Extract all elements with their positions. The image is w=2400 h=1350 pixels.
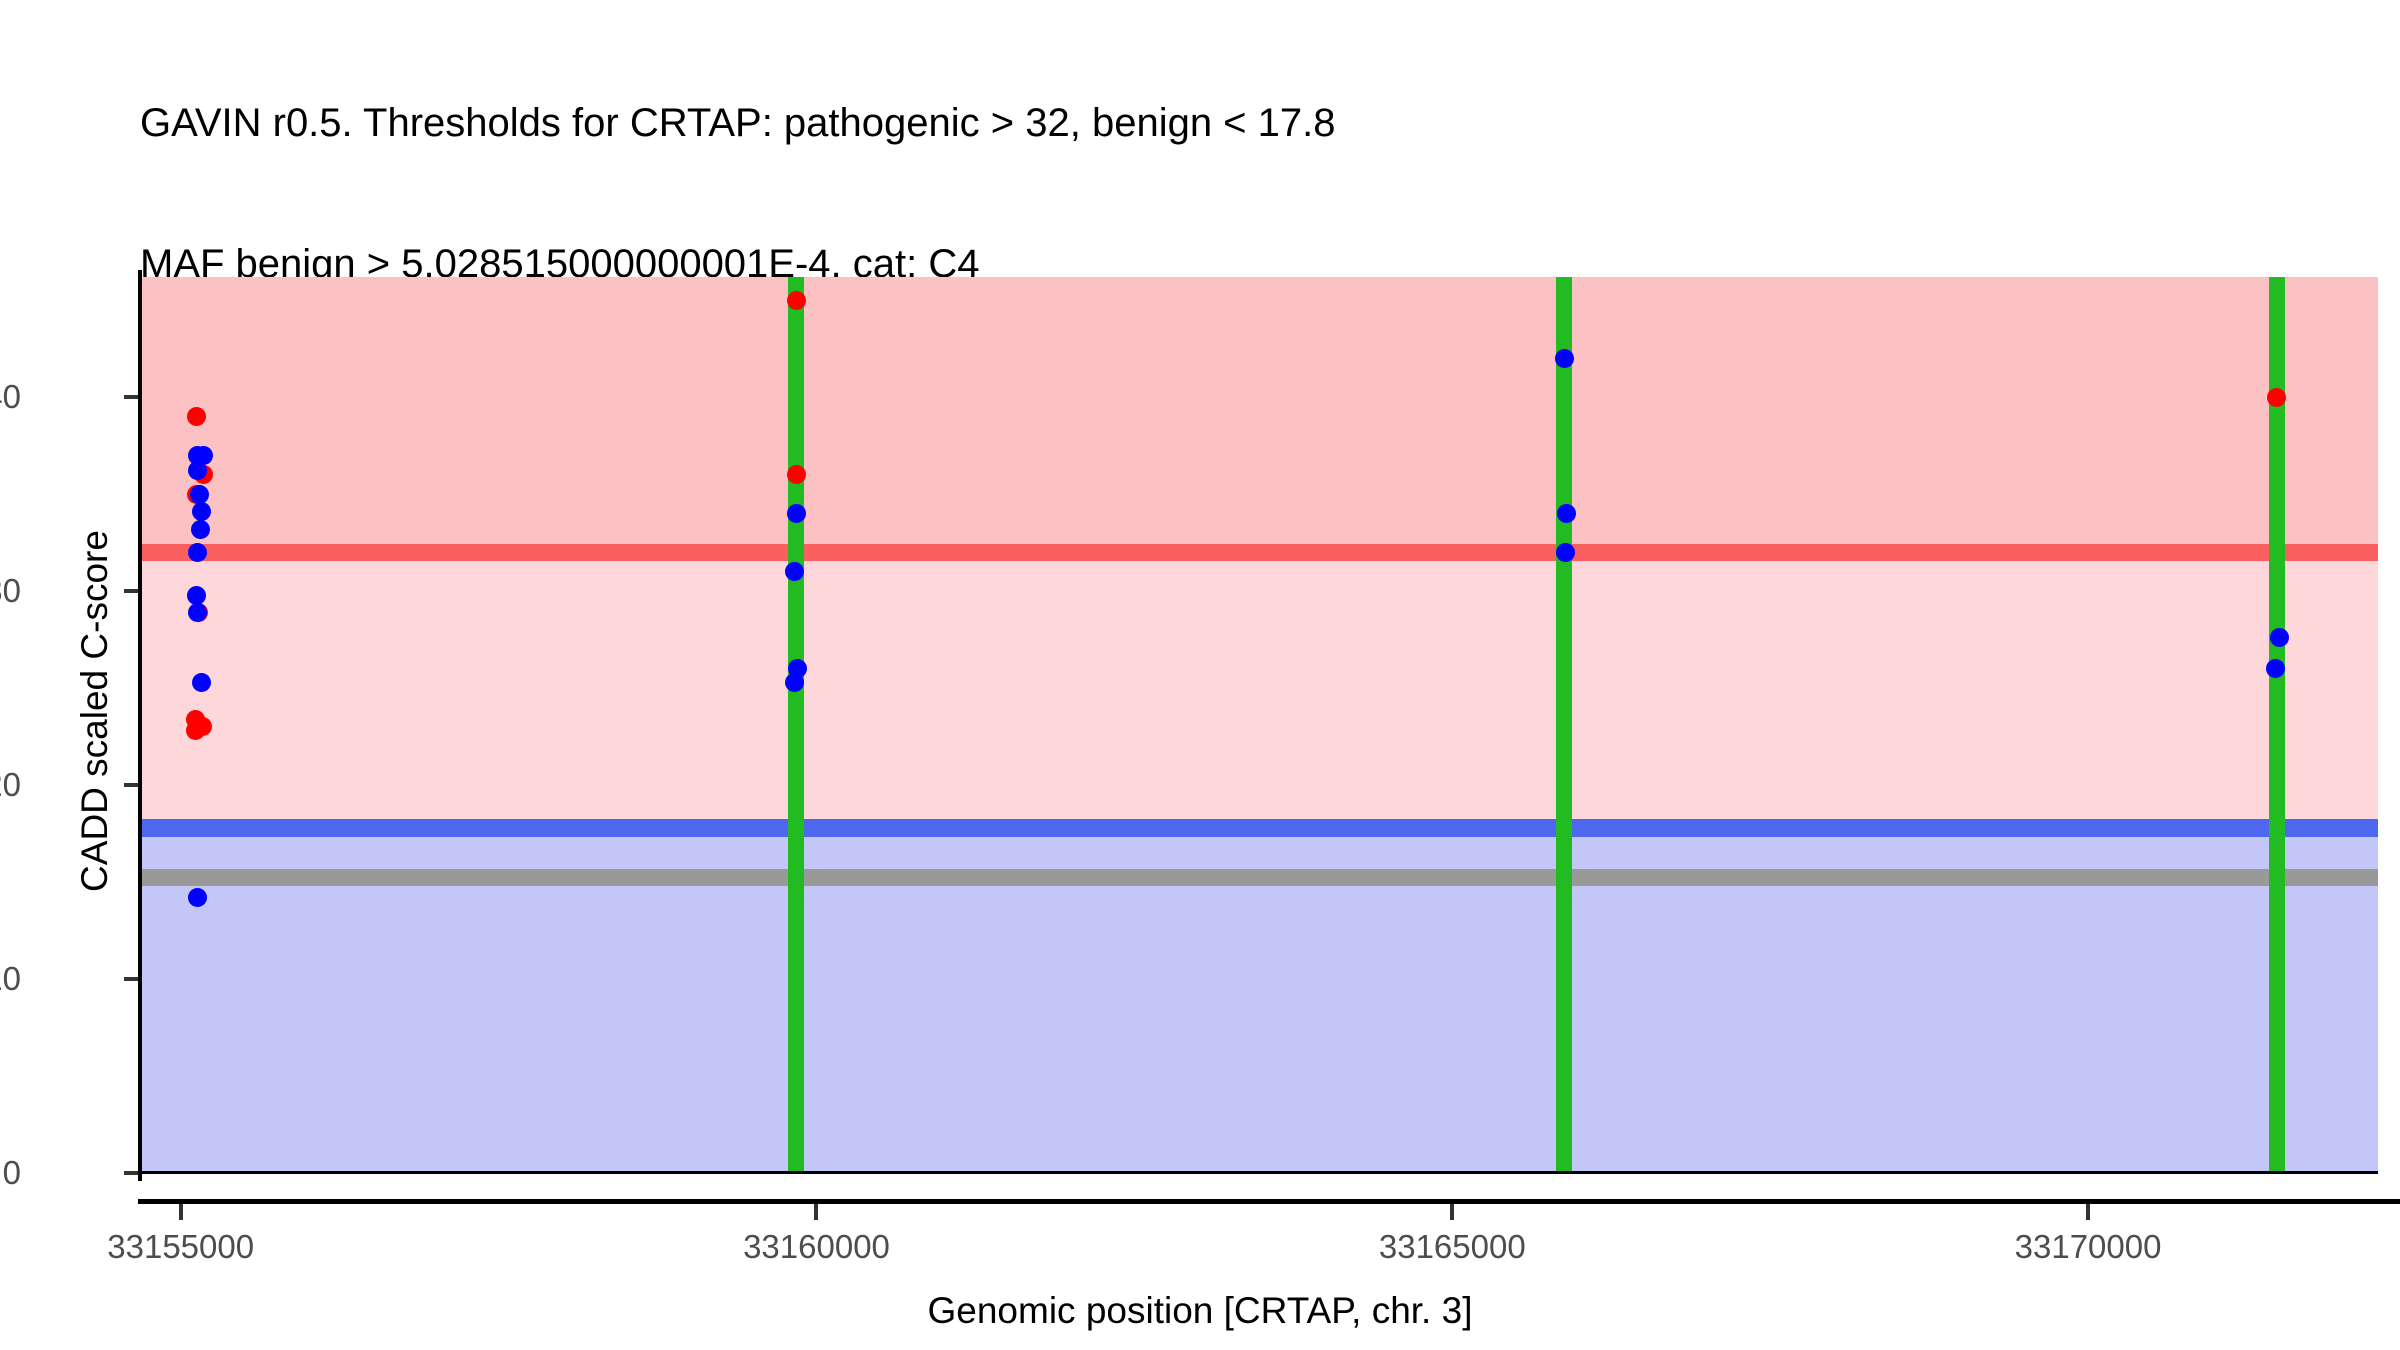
gnomad-variant-point xyxy=(193,445,213,465)
x-tick-label: 33165000 xyxy=(1378,1228,1526,1265)
x-tick-mark xyxy=(1450,1204,1455,1220)
gnomad-variant-point xyxy=(187,461,207,481)
gnomad-variant-point xyxy=(190,519,210,539)
x-tick-mark xyxy=(814,1204,819,1220)
gnomad-variant-point xyxy=(2266,659,2286,679)
x-tick-mark xyxy=(178,1204,183,1220)
y-tick-mark xyxy=(124,977,138,982)
gnomad-variant-point xyxy=(191,672,211,692)
y-tick-mark xyxy=(124,589,138,594)
fallback-threshold-band xyxy=(140,869,2378,886)
pathogenic-variant-point xyxy=(187,407,207,427)
gnomad-variant-point xyxy=(187,888,207,908)
x-tick-label: 33155000 xyxy=(107,1228,255,1265)
pathogenic-variant-point xyxy=(786,290,806,310)
y-tick-label: 20 xyxy=(0,766,21,804)
y-tick-label: 40 xyxy=(0,378,21,416)
y-tick-label: 10 xyxy=(0,960,21,998)
gnomad-variant-point xyxy=(188,542,208,562)
gnomad-variant-point xyxy=(2269,628,2289,648)
gnomad-variant-point xyxy=(187,585,207,605)
x-axis-title: Genomic position [CRTAP, chr. 3] xyxy=(927,1290,1473,1331)
exon-bar-2 xyxy=(1556,277,1573,1173)
y-tick-mark xyxy=(124,1171,138,1175)
title-line-1: GAVIN r0.5. Thresholds for CRTAP: pathog… xyxy=(140,101,1336,145)
y-tick-mark xyxy=(124,395,138,400)
gnomad-variant-point xyxy=(786,504,806,524)
x-tick-mark xyxy=(2086,1204,2091,1220)
gnomad-variant-point xyxy=(1556,504,1576,524)
gnomad-variant-point xyxy=(788,659,808,679)
gnomad-variant-point xyxy=(1555,542,1575,562)
exon-bar-1 xyxy=(787,277,804,1173)
benign-zone xyxy=(140,836,2378,1173)
gnomad-variant-point xyxy=(1554,348,1574,368)
y-axis-title: CADD scaled C-score xyxy=(74,530,115,892)
y-tick-label: 30 xyxy=(0,572,21,610)
exon-bar-3 xyxy=(2268,277,2285,1173)
y-axis-line xyxy=(138,270,142,1181)
gnomad-variant-point xyxy=(187,603,207,622)
panel-bottom-rule xyxy=(140,1171,2378,1174)
gnomad-variant-point xyxy=(785,562,805,582)
intermediate-zone xyxy=(140,561,2378,828)
y-tick-label: 0 xyxy=(2,1154,21,1191)
x-tick-label: 33160000 xyxy=(743,1228,890,1265)
pathogenic-zone-upper xyxy=(140,277,2378,553)
gnomad-variant-point xyxy=(192,502,212,522)
y-tick-mark xyxy=(124,783,138,788)
plot-panel xyxy=(140,277,2378,1173)
benign-threshold-band xyxy=(140,819,2378,837)
x-tick-label: 33170000 xyxy=(2014,1228,2162,1265)
pathogenic-threshold-band xyxy=(140,543,2378,562)
pathogenic-variant-point xyxy=(2266,387,2286,407)
pathogenic-variant-point xyxy=(192,717,212,737)
pathogenic-variant-point xyxy=(786,465,806,485)
x-axis-line xyxy=(138,1199,2400,1204)
gnomad-variant-point xyxy=(189,484,209,504)
